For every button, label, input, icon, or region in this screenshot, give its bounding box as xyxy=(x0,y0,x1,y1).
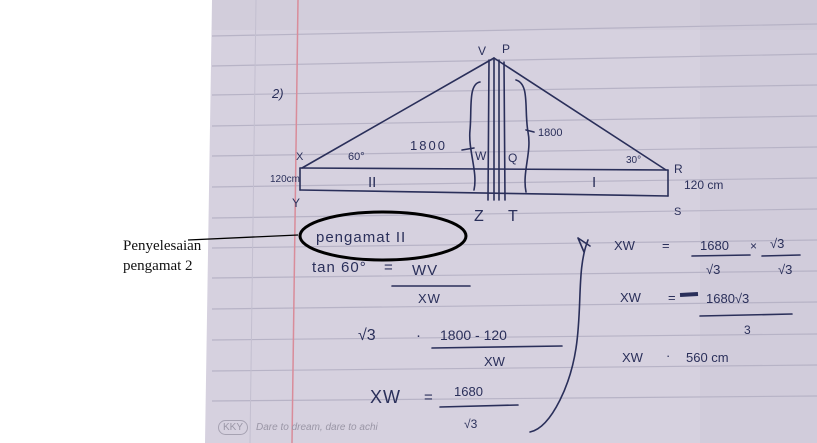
label-z: Z xyxy=(474,208,484,225)
svg-text:×: × xyxy=(750,239,757,253)
ruled-lines xyxy=(211,23,817,402)
observer-highlight xyxy=(298,210,468,262)
step5-den: 3 xyxy=(744,323,751,337)
angle-right: 30° xyxy=(626,155,641,166)
tick-left xyxy=(461,147,475,151)
step2-lhs: √3 xyxy=(358,327,376,344)
region-left: II xyxy=(368,174,376,191)
arrow-marker xyxy=(577,237,591,253)
brace-left xyxy=(468,81,481,191)
tick-right xyxy=(525,129,535,133)
label-p: P xyxy=(502,42,510,56)
step4-lhs: XW xyxy=(614,238,636,253)
observer-heading: pengamat II xyxy=(316,229,406,246)
step2-num: 1800 - 120 xyxy=(440,327,507,343)
step4-num2: √3 xyxy=(770,236,784,251)
label-v: V xyxy=(478,44,486,58)
ground-bottom xyxy=(299,189,669,197)
step5-num: 1680√3 xyxy=(706,291,749,306)
side-right: 120 cm xyxy=(684,178,723,192)
caption-line-1: Penyelesaian xyxy=(123,238,202,254)
triangle-right-side xyxy=(493,57,667,171)
brace-right xyxy=(515,79,530,193)
label-q: Q xyxy=(508,151,517,165)
step3-lhs: XW xyxy=(370,387,401,407)
step5-lhs: XW xyxy=(620,290,642,305)
side-left: 120cm xyxy=(270,174,300,185)
problem-number: 2) xyxy=(271,86,284,101)
frac-bar-6 xyxy=(699,313,793,317)
height-right: 1800 xyxy=(538,127,562,139)
step6-lhs: XW xyxy=(622,350,644,365)
step2-den: XW xyxy=(484,354,506,369)
height-left: 1800 xyxy=(410,138,447,153)
step1-lhs: tan 60° xyxy=(312,259,367,276)
svg-text:·: · xyxy=(666,348,670,363)
margin-boxes xyxy=(249,0,257,443)
margin-line xyxy=(291,0,299,443)
angle-left: 60° xyxy=(348,151,365,163)
svg-text:=: = xyxy=(384,259,393,276)
frac-bar-3 xyxy=(439,404,519,408)
step1-num: WV xyxy=(412,262,438,279)
notebook-slogan: Dare to dream, dare to achi xyxy=(256,422,378,433)
step3-den: √3 xyxy=(464,417,478,431)
notebook-photo xyxy=(205,0,817,443)
triangle-left-side xyxy=(301,57,495,169)
svg-text:·: · xyxy=(416,327,421,344)
ground-top xyxy=(299,167,669,171)
label-x: X xyxy=(296,151,304,163)
frac-bar-5 xyxy=(761,254,801,257)
caption: Penyelesaian pengamat 2 xyxy=(123,236,201,276)
pole-4 xyxy=(503,61,506,201)
notebook-brand-logo: KKY xyxy=(218,420,249,435)
strikeout xyxy=(679,292,699,297)
frac-bar-2 xyxy=(431,345,563,349)
svg-text:=: = xyxy=(424,389,433,406)
svg-text:=: = xyxy=(662,238,670,253)
brace-curve xyxy=(529,239,589,433)
label-y: Y xyxy=(292,196,300,210)
caption-line-2: pengamat 2 xyxy=(123,258,193,274)
step1-den: XW xyxy=(418,291,441,306)
frac-bar-4 xyxy=(691,254,751,257)
callout-line xyxy=(187,234,299,241)
geometry-diagram xyxy=(299,57,801,433)
step6-val: 560 cm xyxy=(686,350,729,365)
label-w: W xyxy=(475,149,487,163)
label-s: S xyxy=(674,206,681,218)
pole-1 xyxy=(487,59,490,201)
step4-den: √3 xyxy=(706,262,720,277)
label-r: R xyxy=(674,162,683,176)
label-t: T xyxy=(508,208,518,225)
step3-num: 1680 xyxy=(454,384,483,399)
region-right: I xyxy=(592,174,596,191)
step4-den2: √3 xyxy=(778,262,792,277)
step4-num: 1680 xyxy=(700,238,729,253)
svg-text:=: = xyxy=(668,290,676,305)
